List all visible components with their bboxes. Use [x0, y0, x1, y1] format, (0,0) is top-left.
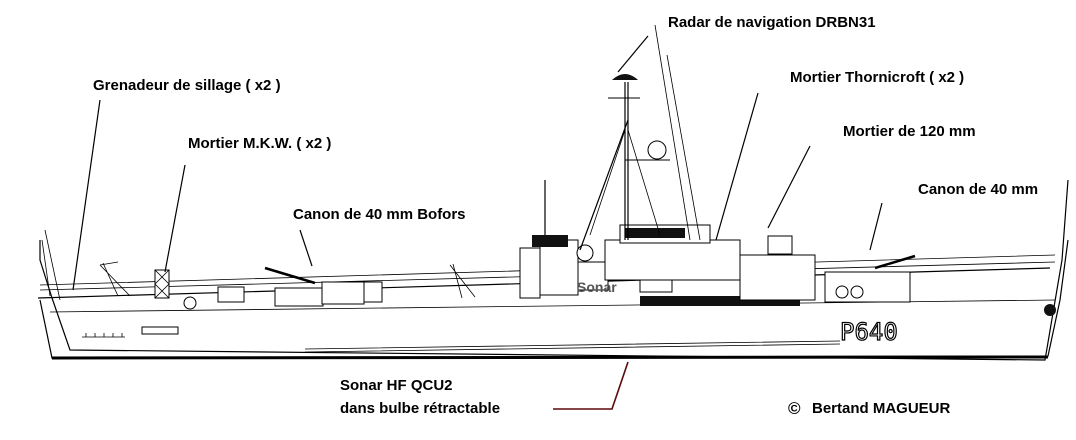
hull — [37, 179, 1069, 361]
label-sonar-bulbe: dans bulbe rétractable — [340, 400, 500, 417]
label-mkw: Mortier M.K.W. ( x2 ) — [188, 135, 331, 152]
label-thornicroft: Mortier Thornicroft ( x2 ) — [790, 69, 964, 86]
copyright-icon: © — [788, 399, 801, 418]
label-mortier-120: Mortier de 120 mm — [843, 123, 976, 140]
hull-number: P640 — [840, 318, 898, 346]
label-sonar-hf: Sonar HF QCU2 — [340, 377, 453, 394]
label-author: Bertand MAGUEUR — [812, 400, 951, 417]
label-radar: Radar de navigation DRBN31 — [668, 14, 876, 31]
label-grenadeur: Grenadeur de sillage ( x2 ) — [93, 77, 281, 94]
sonar-leader-line — [553, 361, 629, 410]
leader-lines — [72, 35, 883, 410]
label-bofors: Canon de 40 mm Bofors — [293, 206, 466, 223]
mast — [589, 24, 701, 241]
label-sonar: Sonar — [577, 279, 617, 295]
deck-fittings — [39, 180, 1056, 310]
label-canon-40: Canon de 40 mm — [918, 181, 1038, 198]
